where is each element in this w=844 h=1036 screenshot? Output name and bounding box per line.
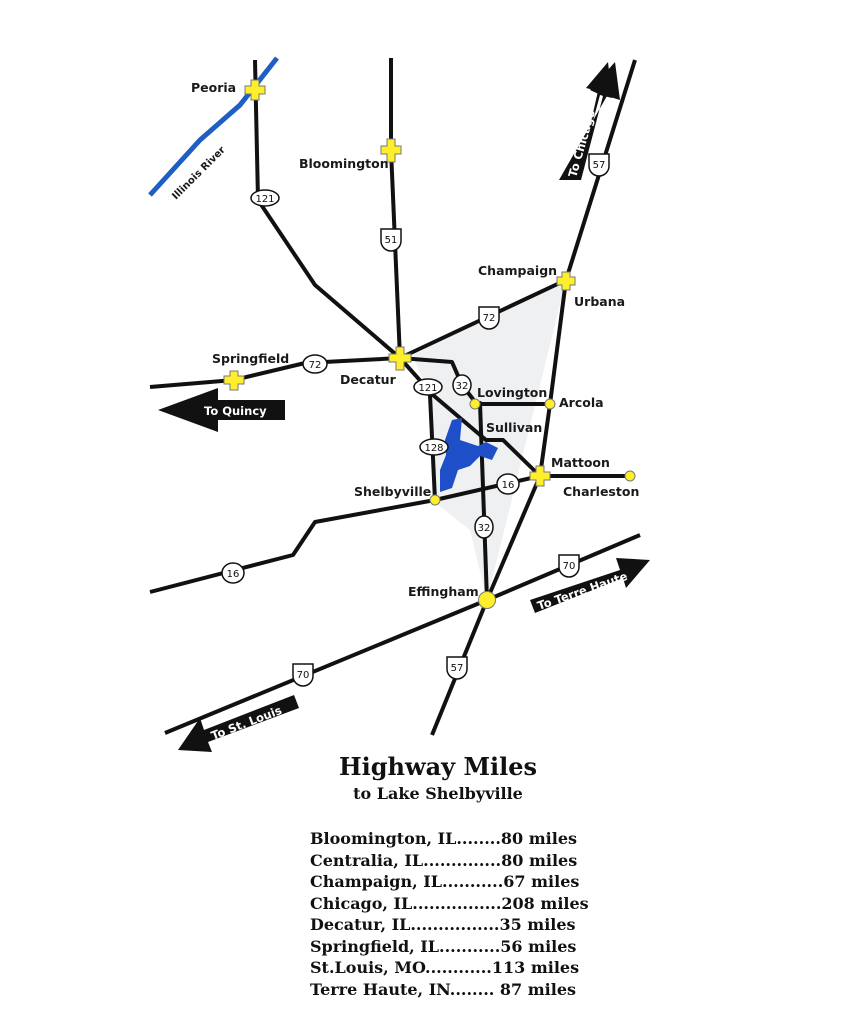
shield-128 xyxy=(419,438,449,456)
shield-16-west xyxy=(221,562,245,584)
route-number: 16 xyxy=(227,569,240,580)
shield-70 xyxy=(558,554,580,578)
arrow-icon xyxy=(158,388,285,432)
arrow-icon xyxy=(178,695,299,752)
shield-57 xyxy=(588,153,610,177)
distance-row: Decatur, IL................35 miles xyxy=(310,915,576,934)
distance-row: Terre Haute, IN........ 87 miles xyxy=(310,979,577,999)
route-number: 57 xyxy=(451,663,464,674)
route-number: 72 xyxy=(309,360,322,371)
lake-shelbyville xyxy=(440,418,498,492)
shield-121 xyxy=(250,189,280,207)
label-mattoon: Mattoon xyxy=(551,455,610,470)
shield-32-south xyxy=(474,515,494,539)
label-peoria: Peoria xyxy=(191,80,236,95)
shield-121-south xyxy=(413,378,443,396)
road-121 xyxy=(253,59,542,478)
label-champaign: Champaign xyxy=(478,263,557,278)
city-markers xyxy=(223,79,636,609)
label-bloomington: Bloomington xyxy=(299,156,389,171)
route-number: 57 xyxy=(593,160,606,171)
label-springfield: Springfield xyxy=(212,351,289,366)
label-sullivan: Sullivan xyxy=(486,420,542,435)
route-number: 32 xyxy=(478,523,491,534)
route-number: 70 xyxy=(297,670,310,681)
label-lovington: Lovington xyxy=(477,385,547,400)
route-shields: 121 51 57 72 72 121 32 128 16 32 16 70 5… xyxy=(221,153,610,687)
label-urbana: Urbana xyxy=(574,294,625,309)
route-number: 51 xyxy=(385,235,398,246)
arrow-to-terre-haute: To Terre Haute xyxy=(530,558,650,613)
shield-32 xyxy=(452,374,472,396)
distance-row: Champaign, IL...........67 miles xyxy=(310,872,580,891)
road-32 xyxy=(399,356,489,601)
arrow-icon xyxy=(559,62,620,180)
route-number: 121 xyxy=(418,383,437,394)
label-effingham: Effingham xyxy=(408,584,479,599)
shield-16 xyxy=(496,473,520,495)
shield-70-west xyxy=(292,663,314,687)
label-shelbyville: Shelbyville xyxy=(354,484,431,499)
road-16 xyxy=(149,474,630,594)
route-number: 70 xyxy=(563,561,576,572)
distance-row: Springfield, IL...........56 miles xyxy=(310,936,577,956)
decatur-marker xyxy=(388,346,412,371)
distance-row: Chicago, IL................208 miles xyxy=(310,893,589,913)
distance-row: Bloomington, IL........80 miles xyxy=(310,829,578,848)
route-number: 72 xyxy=(483,313,496,324)
legend-subtitle: to Lake Shelbyville xyxy=(353,784,523,803)
effingham-marker xyxy=(478,591,496,609)
road-us51 xyxy=(389,58,402,359)
arcola-marker xyxy=(544,398,556,410)
road-i57 xyxy=(430,59,637,736)
route-number: 121 xyxy=(255,194,274,205)
label-arcola: Arcola xyxy=(559,395,604,410)
distance-row: St.Louis, MO............113 miles xyxy=(310,958,580,977)
charleston-marker xyxy=(624,470,636,482)
springfield-marker xyxy=(223,370,245,391)
label-illinois-river: Illinois River xyxy=(170,145,227,202)
arrow-icon xyxy=(530,558,650,613)
label-decatur: Decatur xyxy=(340,372,397,387)
distance-row: Centralia, IL..............80 miles xyxy=(310,850,578,870)
champaign-marker xyxy=(556,271,576,291)
arrow-label: To Quincy xyxy=(204,404,267,418)
lovington-marker xyxy=(469,398,481,410)
shield-72 xyxy=(478,306,500,330)
distance-list: Bloomington, IL........80 miles Centrali… xyxy=(310,828,589,1000)
shelbyville-marker xyxy=(429,494,441,506)
route-number: 128 xyxy=(424,443,443,454)
shield-57-south xyxy=(446,656,468,680)
mattoon-marker xyxy=(529,465,551,487)
legend-title: Highway Miles xyxy=(338,752,538,781)
shield-51 xyxy=(380,228,402,252)
bloomington-marker xyxy=(380,138,402,163)
route-number: 32 xyxy=(456,381,469,392)
map: Peoria Bloomington Champaign Urbana Spri… xyxy=(148,56,650,752)
route-number: 16 xyxy=(502,480,515,491)
shield-72-west xyxy=(302,354,328,374)
peoria-marker xyxy=(244,79,266,101)
label-charleston: Charleston xyxy=(563,484,639,499)
arrow-to-quincy: To Quincy xyxy=(158,388,285,432)
